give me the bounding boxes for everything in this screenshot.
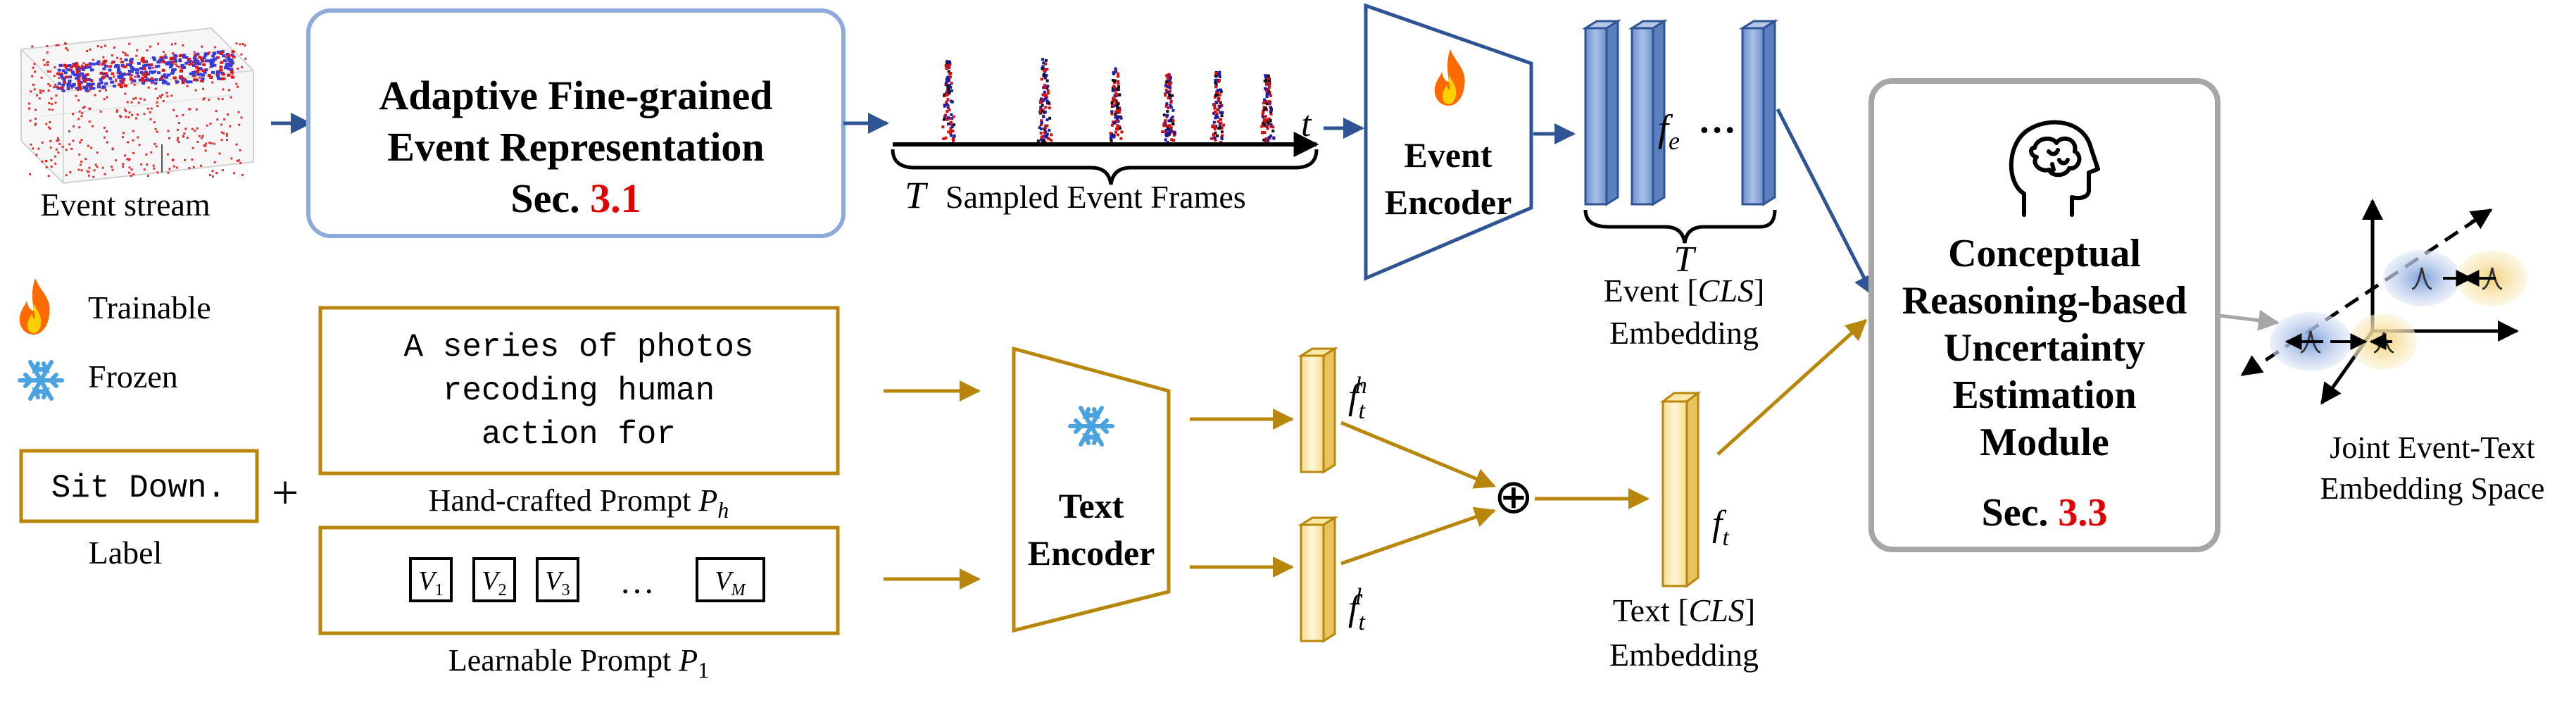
text-embedding-feature-label: ft: [1712, 504, 1730, 551]
event-frame-figure: [1210, 70, 1226, 144]
text-feature-high-label: fth: [1348, 373, 1367, 424]
brain-head-icon: [2009, 120, 2100, 217]
frames-label: Sampled Event Frames: [945, 179, 1246, 215]
uncertainty-title-line: Conceptual: [1948, 232, 2141, 275]
uncertainty-title-line: Uncertainty: [1944, 326, 2145, 370]
event-embedding-bars: fe … T Event [CLS] Embedding: [1581, 19, 1779, 351]
handcrafted-line: A series of photos: [404, 329, 754, 366]
label-box: Sit Down. Label +: [19, 449, 299, 571]
adaptive-title-line2: Event Representation: [387, 124, 764, 170]
adaptive-representation-module: Adaptive Fine-grained Event Representati…: [306, 8, 846, 238]
event-frame-figure: [1109, 67, 1124, 142]
learnable-token: V2: [472, 557, 516, 602]
event-encoder: Event Encoder: [1364, 3, 1533, 281]
legend-trainable-label: Trainable: [88, 290, 211, 325]
uncertainty-section-ref: Sec. 3.3: [1982, 491, 2108, 535]
fire-icon: [19, 278, 50, 335]
uncertainty-title-line: Module: [1980, 421, 2109, 464]
text-embedding-caption-line2: Embedding: [1609, 637, 1759, 673]
svg-text:V3: V3: [545, 566, 570, 599]
event-stream-plot: [20, 27, 254, 185]
event-feature-symbol: fe: [1658, 107, 1680, 155]
uncertainty-estimation-module: Conceptual Reasoning-based Uncertainty E…: [1868, 78, 2220, 552]
legend: Trainable Frozen: [18, 278, 211, 401]
event-embedding-count: T: [1674, 239, 1697, 280]
event-frame-figure: [1260, 74, 1276, 144]
event-embedding-bar: [1738, 19, 1779, 206]
event-frame-figure: [1036, 58, 1053, 144]
text-feature-low-label: ftl: [1348, 584, 1366, 635]
sampled-event-frames: t T Sampled Event Frames: [891, 58, 1319, 216]
uncertainty-title-line: Reasoning-based: [1902, 279, 2187, 323]
text-feature-low-bar: [1297, 516, 1339, 643]
frames-brace: [891, 149, 1319, 185]
event-embedding-caption-line1: Event [CLS]: [1604, 273, 1765, 309]
arrow-module-to-joint-space: [2218, 309, 2280, 331]
event-embedding-bar: [1581, 19, 1622, 206]
event-frame-figure: [1161, 73, 1176, 144]
svg-text:VM: VM: [715, 566, 746, 599]
learnable-ellipsis: …: [620, 561, 655, 601]
handcrafted-line: recoding human: [443, 373, 715, 409]
arrow-low-to-combine: [1340, 506, 1496, 566]
text-feature-high-bar: [1297, 347, 1339, 474]
learnable-prompt: V1 V2 V3 … VM Learnable Prompt P1: [318, 525, 840, 683]
time-axis-label: t: [1301, 104, 1312, 144]
event-encoder-line1: Event: [1405, 135, 1493, 175]
svg-text:V1: V1: [418, 566, 443, 599]
joint-space-caption-line2: Embedding Space: [2320, 471, 2545, 506]
event-feature-ellipsis: …: [1698, 99, 1736, 141]
label-caption: Label: [89, 535, 163, 571]
frames-count-symbol: T: [905, 174, 929, 216]
event-distribution-blob: [2383, 250, 2461, 306]
event-embedding-brace: [1583, 209, 1777, 244]
learnable-token: VM: [696, 557, 765, 602]
legend-frozen-label: Frozen: [88, 359, 178, 394]
adaptive-title-line1: Adaptive Fine-grained: [379, 73, 772, 118]
fire-icon: [1434, 49, 1465, 106]
snowflake-icon: [1068, 406, 1114, 447]
arrow-high-to-combine: [1340, 421, 1496, 489]
handcrafted-caption: Hand-crafted Prompt Ph: [429, 483, 729, 523]
combine-operator: ⊕: [1494, 470, 1534, 523]
label-value: Sit Down.: [51, 470, 226, 506]
text-embedding-bar: [1659, 391, 1702, 588]
text-encoder: Text Encoder: [1012, 346, 1171, 633]
learnable-token: V1: [409, 557, 453, 602]
event-encoder-line2: Encoder: [1385, 182, 1512, 222]
learnable-token: V3: [536, 557, 579, 602]
text-encoder-line2: Encoder: [1028, 533, 1155, 573]
uncertainty-title-line: Estimation: [1952, 373, 2136, 417]
joint-embedding-space: [2240, 199, 2527, 405]
arrow-text-embedding-to-module: [1716, 318, 1868, 456]
learnable-caption: Learnable Prompt P1: [448, 643, 709, 683]
text-encoder-line1: Text: [1059, 486, 1124, 525]
event-stream-label: Event stream: [40, 187, 211, 223]
handcrafted-prompt: A series of photos recoding human action…: [318, 306, 840, 523]
snowflake-icon: [18, 360, 64, 401]
joint-space-caption-line1: Joint Event-Text: [2330, 430, 2534, 465]
text-embedding-caption-line1: Text [CLS]: [1613, 592, 1756, 628]
event-frame-figure: [941, 60, 956, 142]
event-embedding-caption-line2: Embedding: [1609, 315, 1759, 351]
handcrafted-line: action for: [482, 416, 676, 453]
arrow-event-embedding-to-module: [1776, 108, 1875, 297]
adaptive-section-ref: Sec. 3.1: [510, 175, 641, 221]
plus-sign: +: [272, 466, 299, 519]
event-embedding-bar: [1628, 19, 1669, 206]
svg-text:V2: V2: [482, 566, 506, 599]
